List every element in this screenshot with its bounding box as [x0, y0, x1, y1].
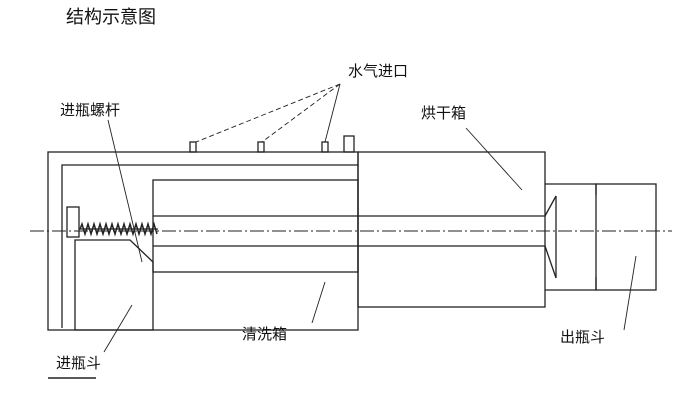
infeed-hopper — [74, 239, 154, 331]
leader-out-hopper — [623, 255, 637, 331]
leader-dryer — [465, 127, 523, 191]
inlet-pipe-4 — [343, 135, 355, 153]
leader-water-gas-3 — [324, 83, 341, 143]
outlet-neck-slant-top — [544, 195, 557, 217]
outlet-neck-lower — [545, 277, 597, 291]
outlet-neck-upper — [545, 183, 597, 195]
washer-inner-channel — [61, 164, 358, 328]
washing-box — [152, 179, 359, 273]
inlet-pipe-2 — [257, 141, 265, 153]
screw-end-block — [66, 206, 80, 238]
label-infeed-hopper: 进瓶斗 — [56, 354, 102, 372]
outfeed-hopper — [595, 183, 657, 291]
leader-water-gas-1 — [195, 83, 341, 143]
inlet-pipe-1 — [189, 141, 197, 153]
label-outfeed-hopper: 出瓶斗 — [560, 328, 606, 346]
infeed-screw-coil — [79, 221, 158, 237]
leader-in-hopper — [103, 304, 133, 353]
label-infeed-screw: 进瓶螺杆 — [60, 101, 121, 119]
washer-outer-frame — [47, 151, 359, 331]
drying-box — [357, 151, 546, 308]
diagram-title: 结构示意图 — [66, 7, 156, 28]
leader-water-gas-2 — [261, 83, 341, 143]
label-washing-box: 清洗箱 — [242, 325, 288, 343]
leader-screw — [107, 119, 143, 263]
leader-washer — [311, 281, 326, 324]
inlet-pipe-3 — [321, 141, 329, 153]
outlet-neck-slant-bottom — [544, 245, 557, 279]
label-drying-box: 烘干箱 — [421, 104, 467, 122]
label-water-gas-inlet: 水气进口 — [348, 62, 409, 80]
